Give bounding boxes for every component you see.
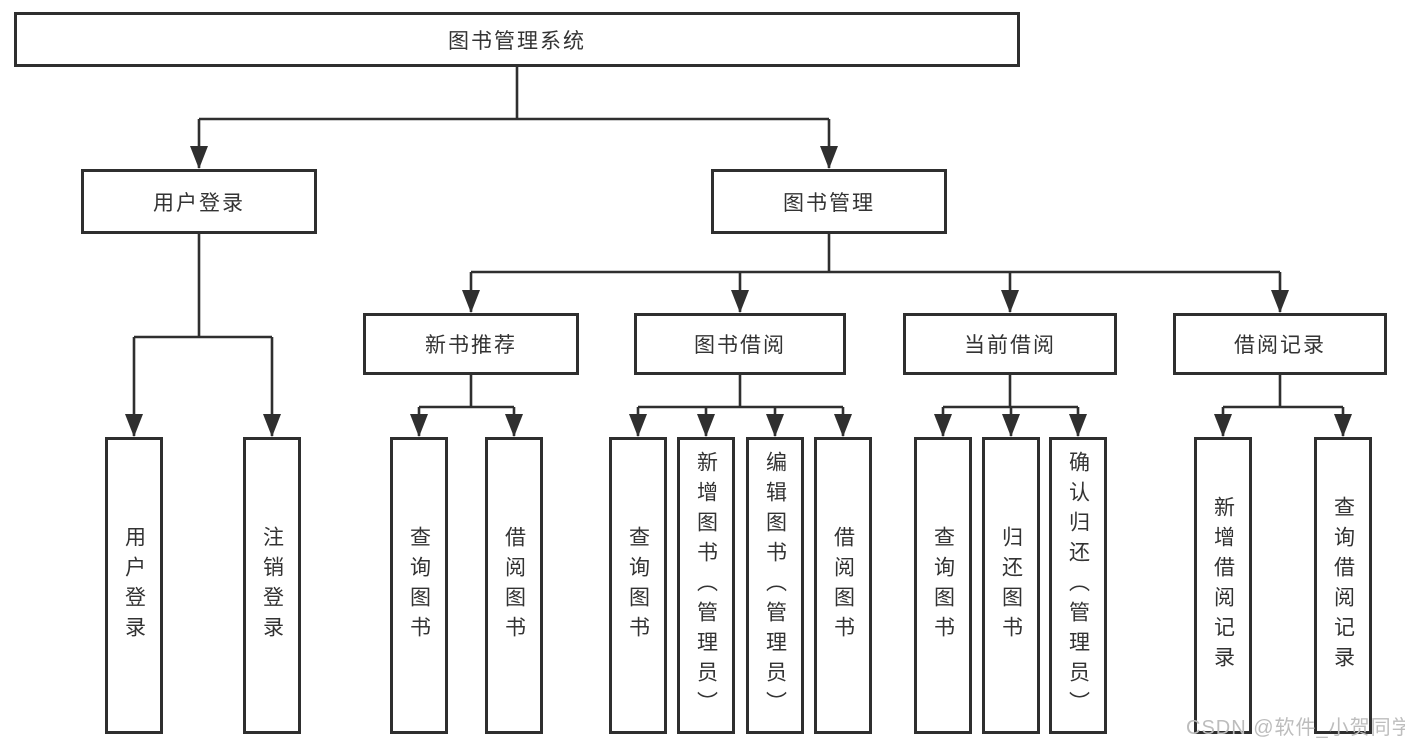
node-bb-query-books: 查询图书 xyxy=(609,437,667,734)
node-user-login: 用户登录 xyxy=(81,169,317,234)
node-current-borrowing-label: 当前借阅 xyxy=(964,334,1056,357)
node-new-book-recommend-label: 新书推荐 xyxy=(425,334,517,357)
node-br-query-record: 查询借阅记录 xyxy=(1314,437,1372,734)
node-bb-add-books-admin-label: 新增图书（管理员） xyxy=(694,450,718,721)
watermark: CSDN @软件_小贺同学 xyxy=(1186,717,1405,739)
node-book-management: 图书管理 xyxy=(711,169,947,234)
node-bb-borrow-books-label: 借阅图书 xyxy=(831,525,855,646)
node-logout-label: 注销登录 xyxy=(260,525,284,646)
node-br-add-record-label: 新增借阅记录 xyxy=(1211,495,1235,676)
node-nbr-query-books: 查询图书 xyxy=(390,437,448,734)
node-nbr-query-books-label: 查询图书 xyxy=(407,525,431,646)
node-nbr-borrow-books-label: 借阅图书 xyxy=(502,525,526,646)
node-book-borrowing-label: 图书借阅 xyxy=(694,334,786,357)
node-bb-edit-books-admin: 编辑图书（管理员） xyxy=(746,437,804,734)
node-br-query-record-label: 查询借阅记录 xyxy=(1331,495,1355,676)
node-login-label: 用户登录 xyxy=(122,525,146,646)
node-login: 用户登录 xyxy=(105,437,163,734)
node-cb-query-books-label: 查询图书 xyxy=(931,525,955,646)
node-cb-confirm-return-admin: 确认归还（管理员） xyxy=(1049,437,1107,734)
node-new-book-recommend: 新书推荐 xyxy=(363,313,579,375)
node-bb-query-books-label: 查询图书 xyxy=(626,525,650,646)
node-book-management-label: 图书管理 xyxy=(783,191,875,215)
node-cb-confirm-return-admin-label: 确认归还（管理员） xyxy=(1066,450,1090,721)
node-borrow-records: 借阅记录 xyxy=(1173,313,1387,375)
node-bb-edit-books-admin-label: 编辑图书（管理员） xyxy=(763,450,787,721)
node-logout: 注销登录 xyxy=(243,437,301,734)
node-nbr-borrow-books: 借阅图书 xyxy=(485,437,543,734)
node-book-borrowing: 图书借阅 xyxy=(634,313,846,375)
node-br-add-record: 新增借阅记录 xyxy=(1194,437,1252,734)
node-cb-query-books: 查询图书 xyxy=(914,437,972,734)
node-cb-return-books: 归还图书 xyxy=(982,437,1040,734)
node-library-system: 图书管理系统 xyxy=(14,12,1020,67)
node-bb-borrow-books: 借阅图书 xyxy=(814,437,872,734)
node-library-system-label: 图书管理系统 xyxy=(448,29,586,53)
node-borrow-records-label: 借阅记录 xyxy=(1234,334,1326,357)
node-user-login-label: 用户登录 xyxy=(153,191,245,215)
node-current-borrowing: 当前借阅 xyxy=(903,313,1117,375)
node-bb-add-books-admin: 新增图书（管理员） xyxy=(677,437,735,734)
node-cb-return-books-label: 归还图书 xyxy=(999,525,1023,646)
